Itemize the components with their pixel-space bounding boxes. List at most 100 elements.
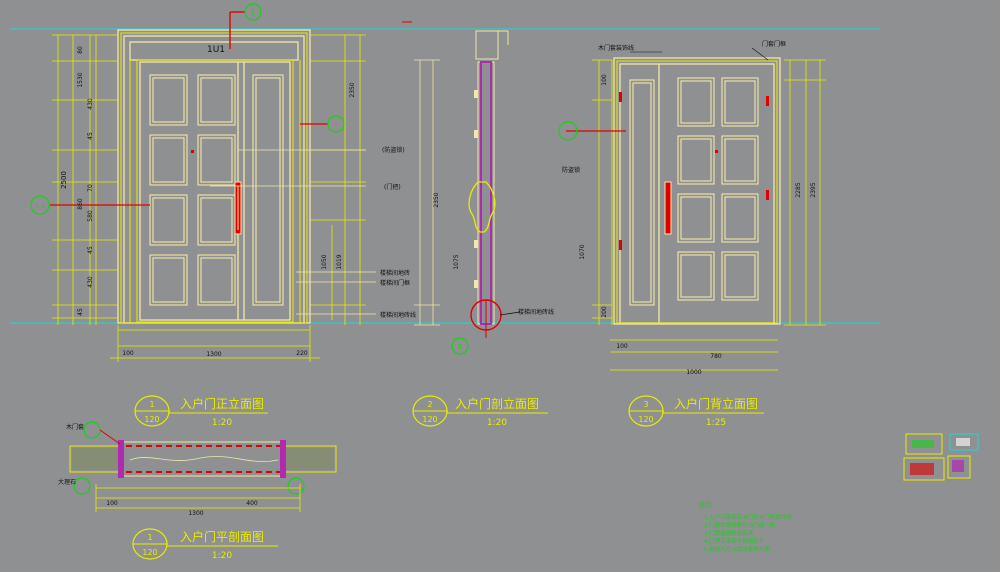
- section-floor-label: 楼梯间地砖线: [518, 308, 554, 316]
- section-height: 2350: [433, 192, 440, 207]
- cad-rect: [616, 60, 778, 324]
- cad-rect: [724, 138, 756, 182]
- front-left-dim-3: 430: [87, 98, 94, 110]
- cad-circle: [30, 195, 50, 215]
- cad-rect: [200, 197, 233, 243]
- title-front-sheet: 120: [144, 415, 159, 424]
- front-left-dim-2: 1530: [77, 72, 84, 87]
- notes-line-4: 4.门把手采用不锈钢拉手: [704, 537, 765, 545]
- back-bottom-dim-1: 100: [616, 343, 628, 350]
- cad-circle: [244, 3, 262, 21]
- front-left-dim-7: 580: [87, 210, 94, 222]
- detail-thumbnails: [903, 433, 979, 481]
- title-plan-sheet: 120: [142, 548, 157, 557]
- cad-rect: [956, 438, 970, 446]
- cad-line: [751, 47, 769, 61]
- cad-rect: [680, 196, 712, 240]
- cad-rect: [677, 77, 715, 127]
- cad-rect: [123, 35, 305, 324]
- cad-rect: [286, 448, 334, 470]
- cad-rect: [664, 181, 672, 235]
- front-left-dim-8: 45: [87, 246, 94, 254]
- notes-line-2: 2.门套木饰面颜色与门扇一致: [704, 521, 776, 529]
- section-elevation: 楼梯间地砖线 2350 1075 2: [402, 21, 554, 355]
- cad-rect: [903, 457, 945, 481]
- cad-rect: [280, 440, 286, 478]
- front-tag-top: 1 1U1: [207, 3, 262, 55]
- plan-dim-right: 400: [246, 500, 258, 507]
- cad-rect: [766, 190, 769, 200]
- back-bottom-dim-2: 780: [710, 353, 722, 360]
- cad-rect: [910, 463, 934, 475]
- notes-line-1: 1.入户门采用实木门及木门套装饰线: [704, 513, 792, 521]
- front-note-floorline: 楼梯间地砖线: [380, 311, 416, 319]
- cad-rect: [619, 92, 622, 102]
- cad-rect: [72, 448, 120, 470]
- cad-g: [592, 59, 826, 371]
- title-back-scale: 1:25: [706, 418, 726, 428]
- back-left-dim-3: 200: [601, 306, 608, 318]
- plan-label-marble: 大理石: [58, 478, 76, 486]
- front-left-dim-6: 70: [87, 184, 94, 192]
- front-left-dim-1: 80: [77, 46, 84, 54]
- cad-rect: [680, 254, 712, 298]
- front-note-handle: (门把): [384, 183, 401, 191]
- cad-rect: [200, 137, 233, 183]
- cad-rect: [197, 74, 236, 126]
- title-front-num: 1: [149, 400, 154, 409]
- cad-g: [414, 59, 440, 326]
- front-tag-mid: [300, 115, 345, 133]
- cad-rect: [200, 257, 233, 303]
- cad-rect: [474, 240, 478, 248]
- cad-rect: [118, 440, 124, 478]
- cad-path: [468, 181, 496, 233]
- cad-rect: [474, 280, 478, 288]
- cad-rect: [680, 138, 712, 182]
- title-front-scale: 1:20: [212, 418, 232, 428]
- cad-rect: [139, 61, 291, 321]
- cad-rect: [152, 197, 185, 243]
- front-handle: [191, 150, 242, 235]
- cad-rect: [629, 79, 655, 306]
- cad-rect: [721, 77, 759, 127]
- title-section-text: 入户门剖立面图: [455, 396, 539, 411]
- front-door-panels: [149, 74, 284, 306]
- cad-rect: [191, 150, 194, 153]
- cad-rect: [121, 441, 285, 477]
- back-right-dim-1: 2285: [795, 182, 802, 197]
- title-back-text: 入户门背立面图: [674, 396, 758, 411]
- back-note-frame: 门套门框: [762, 40, 786, 48]
- cad-rect: [255, 77, 281, 303]
- back-left-dim-2: 1070: [579, 244, 586, 259]
- cad-line: [499, 311, 521, 316]
- plan-label-casing: 木门套: [66, 423, 84, 431]
- cad-rect: [136, 59, 294, 323]
- cad-g: [619, 92, 769, 250]
- cad-rect: [766, 96, 769, 106]
- cad-rect: [149, 74, 188, 126]
- front-right-dim-2: 1019: [336, 254, 343, 269]
- cad-rect: [475, 30, 499, 60]
- back-note-lock: 防盗锁: [562, 166, 580, 174]
- notes-line-5: 5.具体尺寸以现场复核为准: [704, 545, 770, 553]
- notes-line-3: 3.门锁选用防盗锁具: [704, 529, 754, 537]
- front-tag-top-number: 1: [251, 9, 255, 17]
- title-back: 3 120 入户门背立面图 1:25: [628, 395, 764, 428]
- front-bottom-dim-left: 100: [122, 350, 134, 357]
- cad-rect: [197, 254, 236, 306]
- back-note-casing: 木门套装饰线: [598, 44, 634, 52]
- cad-line: [99, 429, 121, 445]
- section-sub-height: 1075: [453, 254, 460, 269]
- cad-rect: [947, 455, 971, 479]
- title-section-num: 2: [427, 400, 432, 409]
- back-bottom-dim-3: 1000: [686, 369, 701, 376]
- cad-rect: [724, 254, 756, 298]
- plan-section: 木门套 大理石 1300 400 100: [58, 421, 337, 517]
- cad-circle: [327, 115, 345, 133]
- cad-g: [474, 90, 478, 288]
- cad-path: [129, 456, 279, 462]
- title-front-text: 入户门正立面图: [180, 396, 264, 411]
- cad-circle: [287, 477, 305, 495]
